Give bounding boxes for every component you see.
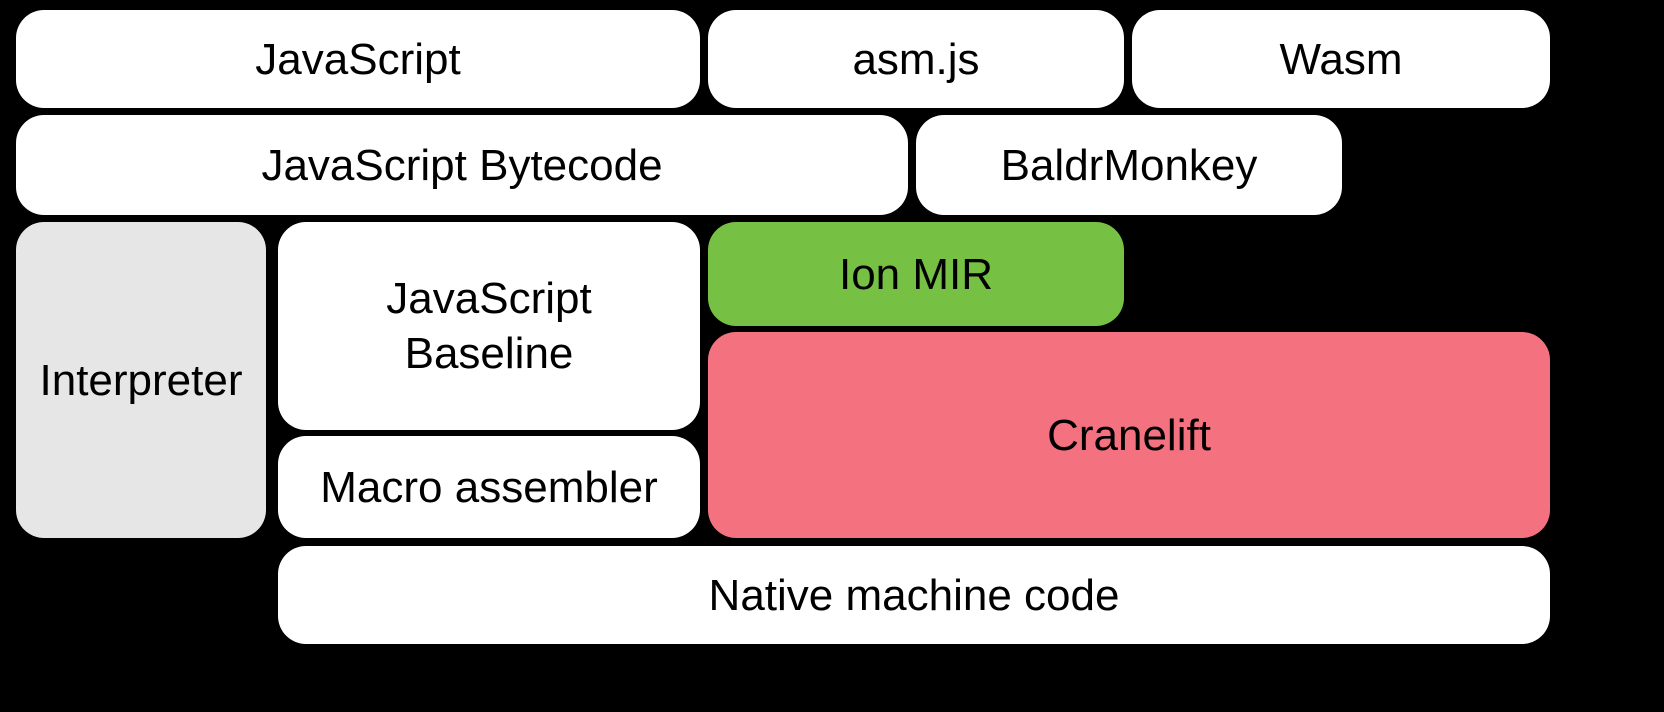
node-baldrmonkey-label: BaldrMonkey [1000,140,1258,190]
node-interpreter: Interpreter [16,222,266,538]
node-asmjs-label: asm.js [852,34,980,84]
node-native-machine-code-label: Native machine code [708,570,1120,620]
node-javascript-baseline: JavaScript Baseline [278,222,700,430]
node-cranelift-label: Cranelift [1047,410,1211,460]
node-wasm-label: Wasm [1279,34,1403,84]
node-ion-mir: Ion MIR [708,222,1124,326]
node-ion-mir-label: Ion MIR [838,249,994,299]
node-javascript-label: JavaScript [255,34,461,84]
node-wasm: Wasm [1132,10,1550,108]
node-cranelift: Cranelift [708,332,1550,538]
node-javascript: JavaScript [16,10,700,108]
node-interpreter-label: Interpreter [39,355,243,405]
node-asmjs: asm.js [708,10,1124,108]
node-javascript-bytecode-label: JavaScript Bytecode [261,140,663,190]
node-javascript-bytecode: JavaScript Bytecode [16,115,908,215]
node-native-machine-code: Native machine code [278,546,1550,644]
node-macro-assembler-label: Macro assembler [320,462,658,512]
node-macro-assembler: Macro assembler [278,436,700,538]
node-javascript-baseline-label: JavaScript Baseline [386,274,592,378]
node-baldrmonkey: BaldrMonkey [916,115,1342,215]
